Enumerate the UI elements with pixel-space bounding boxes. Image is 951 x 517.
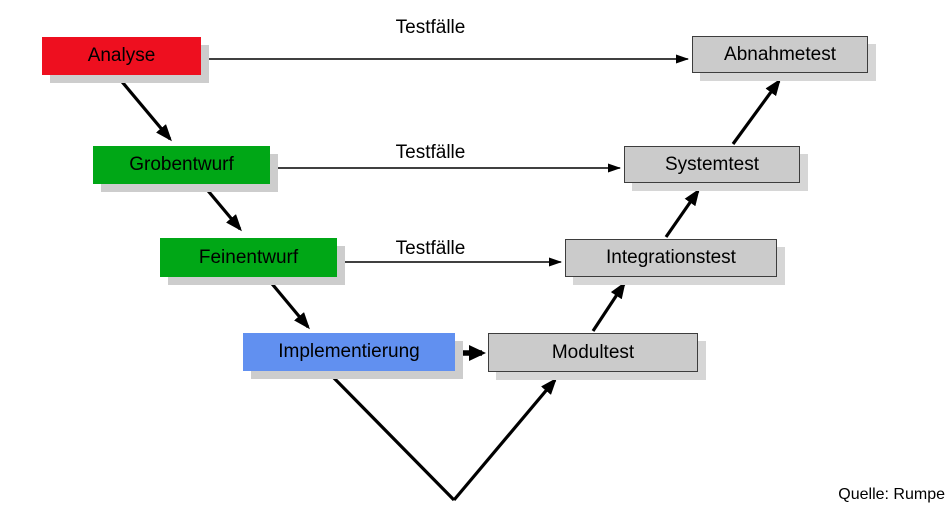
phase-box-analyse: Analyse — [42, 37, 201, 75]
test-label-modultest: Modultest — [551, 341, 635, 363]
arrow-feinentwurf-implementierung — [266, 277, 310, 330]
arrow-analyse-grobentwurf — [116, 75, 172, 142]
test-label-integrationstest: Integrationstest — [606, 247, 736, 268]
phase-box-feinentwurf: Feinentwurf — [160, 238, 337, 277]
test-box-integrationstest: Integrationstest — [565, 239, 777, 277]
arrow-systemtest-abnahmetest — [731, 78, 781, 145]
arrow-modultest-integrationstest — [591, 281, 626, 332]
testcases-label-middle: Testfälle — [395, 142, 466, 163]
test-label-abnahmetest: Abnahmetest — [724, 43, 836, 65]
test-box-modultest: Modultest — [488, 333, 698, 372]
phase-label-analyse: Analyse — [87, 45, 156, 66]
testcases-label-bottom: Testfälle — [395, 238, 466, 259]
phase-box-grobentwurf: Grobentwurf — [93, 146, 270, 184]
phase-box-implementierung: Implementierung — [243, 333, 455, 371]
source-note: Quelle: Rumpe — [838, 486, 945, 503]
phase-label-grobentwurf: Grobentwurf — [129, 154, 234, 175]
test-label-systemtest: Systemtest — [665, 153, 759, 175]
arrow-integrationstest-systemtest — [664, 188, 700, 238]
testcases-label-top: Testfälle — [395, 17, 466, 38]
phase-label-feinentwurf: Feinentwurf — [198, 246, 299, 268]
line-implementierung-v-vertex — [328, 372, 456, 502]
arrow-grobentwurf-feinentwurf — [202, 184, 242, 232]
test-box-abnahmetest: Abnahmetest — [692, 36, 868, 73]
arrow-v-vertex-modultest — [452, 377, 557, 502]
phase-label-implementierung: Implementierung — [278, 341, 420, 362]
test-box-systemtest: Systemtest — [624, 146, 800, 183]
